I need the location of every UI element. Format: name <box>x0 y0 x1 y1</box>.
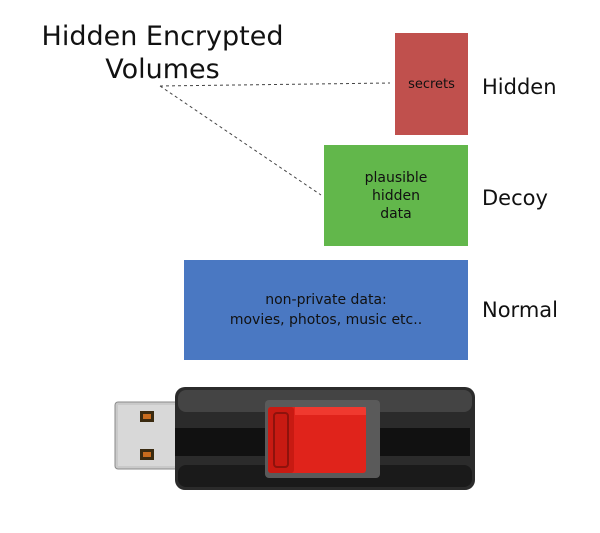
decoy-volume-label: Decoy <box>482 186 548 210</box>
hidden-volume-block: secrets <box>395 33 468 135</box>
normal-volume-label: Normal <box>482 298 558 322</box>
normal-volume-block: non-private data: movies, photos, music … <box>184 260 468 360</box>
normal-volume-content: non-private data: movies, photos, music … <box>229 292 423 328</box>
pointer-line-hidden <box>159 82 391 87</box>
hidden-volume-label: Hidden <box>482 75 557 99</box>
decoy-volume-content: plausible hidden data <box>364 169 428 222</box>
hidden-volume-content: secrets <box>408 76 455 92</box>
pointer-line-decoy <box>159 85 322 196</box>
usb-drive-icon <box>114 387 475 490</box>
diagram-title: Hidden Encrypted Volumes <box>41 21 284 85</box>
decoy-volume-block: plausible hidden data <box>324 145 468 246</box>
